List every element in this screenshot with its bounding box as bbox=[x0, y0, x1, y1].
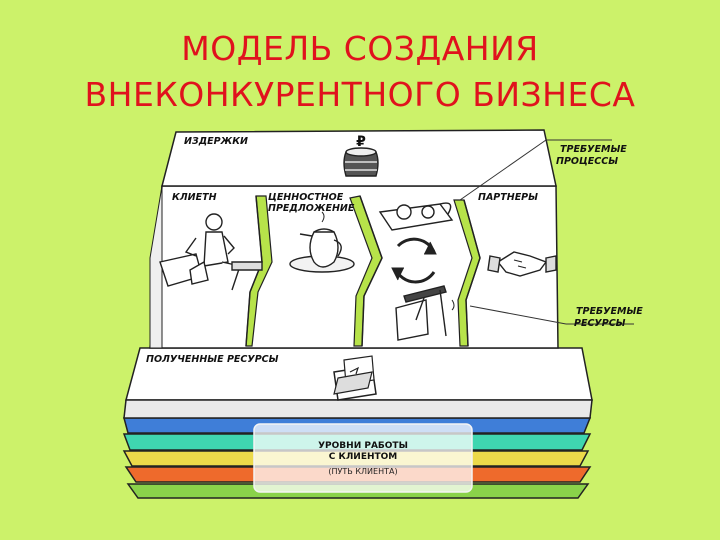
levels-panel: УРОВНИ РАБОТЫ С КЛИЕНТОМ (ПУТЬ КЛИЕНТА) bbox=[253, 423, 473, 493]
title-line-1: МОДЕЛЬ СОЗДАНИЯ bbox=[181, 29, 539, 68]
currency-symbol: ₽ bbox=[356, 134, 366, 150]
received-resources-label: ПОЛУЧЕННЫЕ РЕСУРСЫ bbox=[146, 354, 279, 365]
processes-callout-line-2: ПРОЦЕССЫ bbox=[556, 156, 618, 167]
barrel-icon: ₽ bbox=[343, 134, 379, 177]
costs-block: ИЗДЕРЖКИ ₽ bbox=[161, 129, 557, 187]
handshake-icon bbox=[487, 251, 557, 277]
callout-lines bbox=[459, 139, 634, 325]
client-label: КЛИЕТН bbox=[172, 192, 217, 203]
resources-callout-line-2: РЕСУРСЫ bbox=[574, 318, 626, 329]
value-label-line-2: ПРЕДЛОЖЕНИЕ bbox=[268, 203, 355, 214]
folder-icon bbox=[333, 355, 377, 401]
oil-pump-icon bbox=[395, 285, 455, 341]
cycle-arrows-icon bbox=[391, 237, 437, 284]
levels-line-2: С КЛИЕНТОМ bbox=[329, 452, 398, 462]
processes-callout-line-1: ТРЕБУЕМЫЕ bbox=[560, 144, 627, 155]
levels-line-3: (ПУТЬ КЛИЕНТА) bbox=[328, 467, 397, 476]
page-title: МОДЕЛЬ СОЗДАНИЯ ВНЕКОНКУРЕНТНОГО БИЗНЕСА bbox=[0, 26, 720, 118]
levels-line-1: УРОВНИ РАБОТЫ bbox=[318, 441, 408, 451]
jug-icon bbox=[289, 211, 355, 273]
value-label-line-1: ЦЕННОСТНОЕ bbox=[268, 192, 344, 203]
middle-row: КЛИЕТН ЦЕННОСТНОЕ ПРЕДЛОЖЕНИЕ ПАРТНЕРЫ bbox=[149, 185, 559, 349]
client-figure-icon bbox=[159, 213, 263, 291]
partners-label: ПАРТНЕРЫ bbox=[478, 192, 538, 203]
costs-label: ИЗДЕРЖКИ bbox=[184, 136, 248, 147]
title-line-2: ВНЕКОНКУРЕНТНОГО БИЗНЕСА bbox=[84, 75, 636, 114]
received-resources-block: ПОЛУЧЕННЫЕ РЕСУРСЫ bbox=[123, 347, 593, 419]
process-gears-icon bbox=[378, 202, 454, 231]
resources-callout-line-1: ТРЕБУЕМЫЕ bbox=[576, 306, 643, 317]
